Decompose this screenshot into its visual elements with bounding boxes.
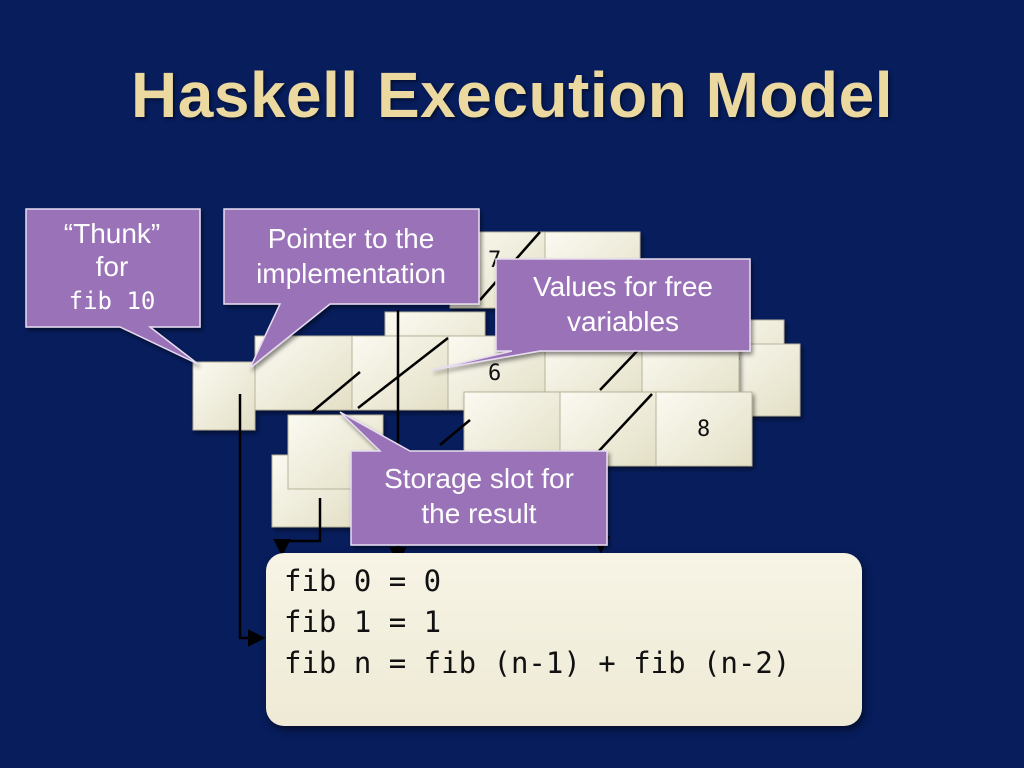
storage-callout xyxy=(339,411,608,546)
cell-value-6: 6 xyxy=(488,361,501,386)
pointer-callout-line2: implementation xyxy=(256,258,446,289)
slash-line xyxy=(357,337,449,409)
storage-callout-line2: the result xyxy=(421,498,536,529)
storage-pointer-arrow xyxy=(273,498,322,557)
memory-cell xyxy=(655,391,753,467)
thunk-callout xyxy=(25,208,201,365)
code-line-fib-0: fib 0 = 0 xyxy=(284,564,442,598)
memory-cell xyxy=(351,335,449,411)
thunk-header-cell xyxy=(192,361,256,431)
values-callout xyxy=(431,258,751,371)
implementation-pointer-arrow xyxy=(238,394,266,647)
slide-title: Haskell Execution Model xyxy=(131,59,893,131)
slash-line xyxy=(439,419,471,446)
thunk-callout-code: fib 10 xyxy=(69,287,156,315)
slash-line xyxy=(311,371,361,413)
pointer-callout xyxy=(223,208,480,369)
slash-line xyxy=(599,347,641,391)
pointer-callout-line1: Pointer to the xyxy=(268,223,435,254)
thunk-callout-line1: “Thunk” xyxy=(64,218,160,249)
memory-block-lower-left xyxy=(271,414,384,528)
values-callout-line1: Values for free xyxy=(533,271,713,302)
cell-value-8: 8 xyxy=(697,417,710,442)
storage-callout-line1: Storage slot for xyxy=(384,463,574,494)
code-line-fib-n: fib n = fib (n-1) + fib (n-2) xyxy=(284,646,791,680)
values-callout-line2: variables xyxy=(567,306,679,337)
code-line-fib-1: fib 1 = 1 xyxy=(284,605,442,639)
thunk-callout-line2: for xyxy=(96,251,129,282)
code-box: fib 0 = 0 fib 1 = 1 fib n = fib (n-1) + … xyxy=(266,553,862,726)
